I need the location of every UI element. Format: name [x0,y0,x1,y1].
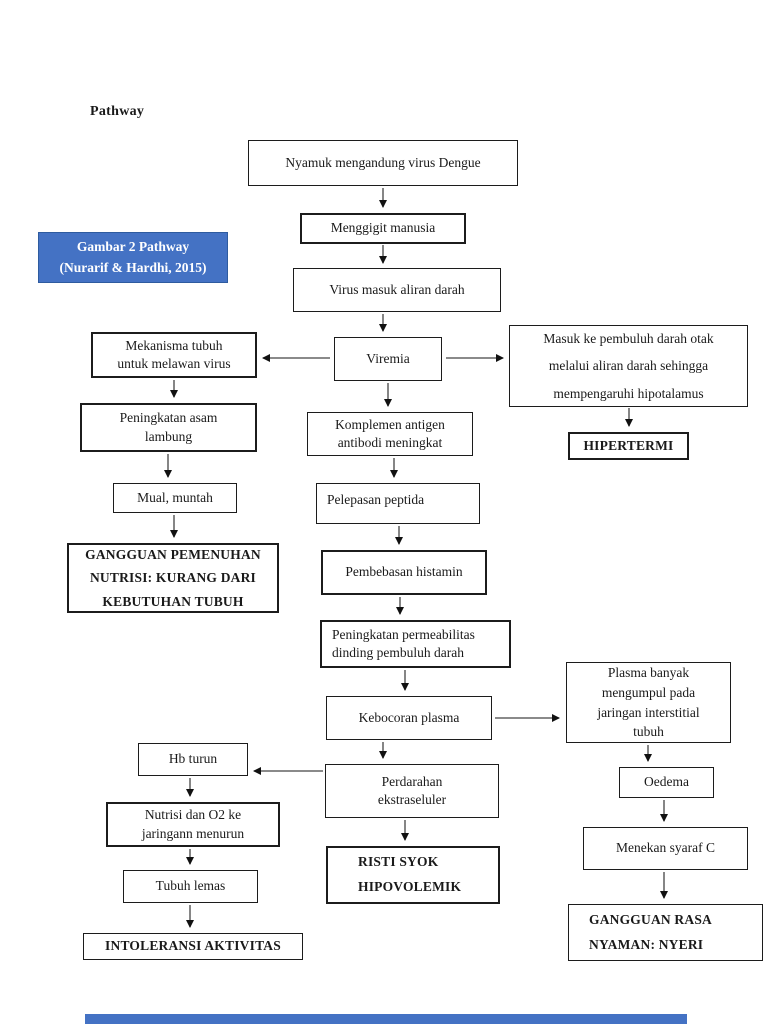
node-gangguan-nutrisi: GANGGUAN PEMENUHAN NUTRISI: KURANG DARI … [67,543,279,613]
node-intoleransi-aktivitas: INTOLERANSI AKTIVITAS [83,933,303,960]
node-komplemen-antigen: Komplemen antigen antibodi meningkat [307,412,473,456]
node-gangguan-nyeri: GANGGUAN RASA NYAMAN: NYERI [568,904,763,961]
node-viremia: Viremia [334,337,442,381]
node-plasma-banyak: Plasma banyak mengumpul pada jaringan in… [566,662,731,743]
node-peningkatan-asam: Peningkatan asam lambung [80,403,257,452]
node-pembebasan-histamin: Pembebasan histamin [321,550,487,595]
node-masuk-pembuluh-otak: Masuk ke pembuluh darah otak melalui ali… [509,325,748,407]
node-kebocoran-plasma: Kebocoran plasma [326,696,492,740]
node-oedema: Oedema [619,767,714,798]
node-pelepasan-peptida: Pelepasan peptida [316,483,480,524]
node-perdarahan: Perdarahan ekstraseluler [325,764,499,818]
figure-caption: Gambar 2 Pathway (Nurarif & Hardhi, 2015… [38,232,228,283]
node-menekan-syaraf: Menekan syaraf C [583,827,748,870]
node-tubuh-lemas: Tubuh lemas [123,870,258,903]
node-peningkatan-permeabilitas: Peningkatan permeabilitas dinding pembul… [320,620,511,668]
node-risti-syok: RISTI SYOK HIPOVOLEMIK [326,846,500,904]
node-hipertermi: HIPERTERMI [568,432,689,460]
page-title: Pathway [90,104,145,119]
node-nutrisi-o2: Nutrisi dan O2 ke jaringann menurun [106,802,280,847]
bottom-page-bar [85,1014,687,1024]
node-menggigit: Menggigit manusia [300,213,466,244]
node-mual-muntah: Mual, muntah [113,483,237,513]
node-nyamuk: Nyamuk mengandung virus Dengue [248,140,518,186]
node-virus-masuk: Virus masuk aliran darah [293,268,501,312]
node-mekanisma-tubuh: Mekanisma tubuh untuk melawan virus [91,332,257,378]
node-hb-turun: Hb turun [138,743,248,776]
